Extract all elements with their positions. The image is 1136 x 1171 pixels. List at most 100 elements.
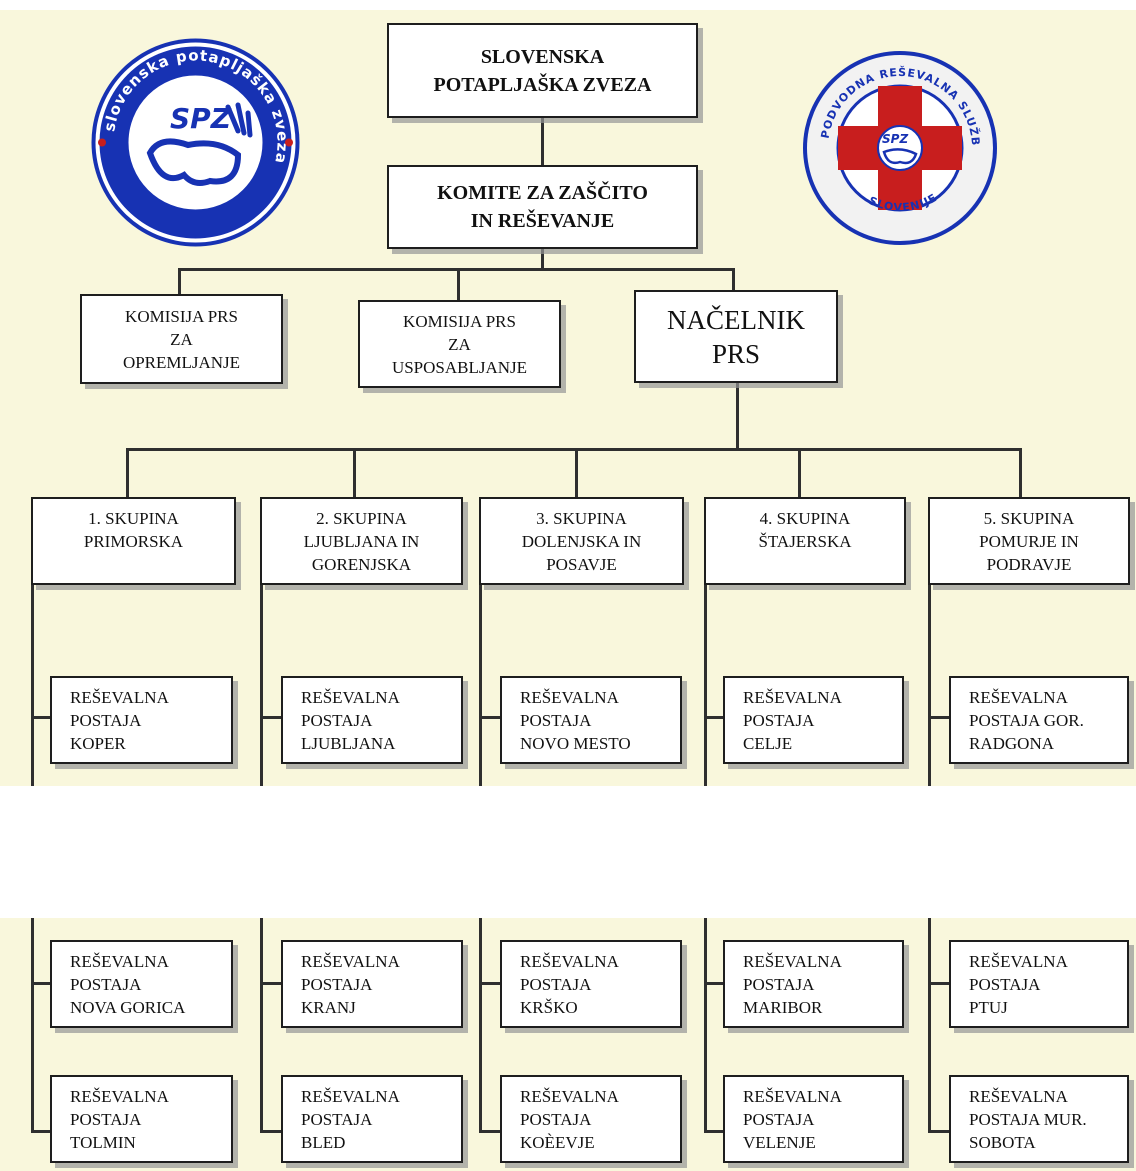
group-line: 3. SKUPINA: [536, 509, 627, 528]
root-box: SLOVENSKA POTAPLJAŠKA ZVEZA: [387, 23, 698, 118]
station-line: KOPER: [70, 733, 126, 753]
station-line: POSTAJA MUR.: [969, 1109, 1087, 1129]
org-chart-bottom-panel: REŠEVALNA POSTAJA NOVA GORICA REŠEVALNA …: [0, 918, 1136, 1171]
station-line: POSTAJA: [743, 974, 815, 994]
station-line: REŠEVALNA: [301, 951, 400, 971]
station-box-mur-sobota: REŠEVALNA POSTAJA MUR. SOBOTA: [949, 1075, 1129, 1163]
group-line: PRIMORSKA: [83, 532, 184, 551]
station-box-ptuj: REŠEVALNA POSTAJA PTUJ: [949, 940, 1129, 1028]
station-line: LJUBLJANA: [301, 733, 396, 753]
root-line: POTAPLJAŠKA ZVEZA: [433, 73, 652, 96]
station-box-gor-radgona: REŠEVALNA POSTAJA GOR. RADGONA: [949, 676, 1129, 764]
group-line: LJUBLJANA IN: [303, 532, 420, 551]
group-line: POSAVJE: [546, 555, 617, 574]
station-line: POSTAJA: [70, 974, 142, 994]
chief-line: NAČELNIK: [667, 304, 805, 335]
commission-training-box: KOMISIJA PRS ZA USPOSABLJANJE: [358, 300, 561, 388]
station-line: REŠEVALNA: [743, 687, 842, 707]
station-line: POSTAJA: [301, 710, 373, 730]
station-line: POSTAJA: [301, 974, 373, 994]
commission-line: KOMISIJA PRS: [403, 311, 516, 331]
station-line: POSTAJA GOR.: [969, 710, 1084, 730]
station-line: VELENJE: [743, 1132, 816, 1152]
station-line: REŠEVALNA: [520, 687, 619, 707]
station-line: REŠEVALNA: [743, 951, 842, 971]
station-line: REŠEVALNA: [70, 687, 169, 707]
committee-line: IN REŠEVANJE: [470, 210, 615, 232]
station-box-celje: REŠEVALNA POSTAJA CELJE: [723, 676, 904, 764]
station-line: RADGONA: [969, 733, 1054, 753]
group-box-5: 5. SKUPINA POMURJE IN PODRAVJE: [928, 497, 1130, 585]
station-line: TOLMIN: [70, 1132, 136, 1152]
station-box-tolmin: REŠEVALNA POSTAJA TOLMIN: [50, 1075, 233, 1163]
station-line: REŠEVALNA: [969, 687, 1068, 707]
station-line: CELJE: [743, 733, 793, 753]
station-line: REŠEVALNA: [520, 951, 619, 971]
station-line: PTUJ: [969, 997, 1008, 1017]
commission-line: ZA: [448, 334, 471, 354]
station-line: NOVA GORICA: [70, 997, 186, 1017]
station-line: BLED: [301, 1132, 346, 1152]
prs-logo-right: PODVODNA REŠEVALNA SLUŽBA SLOVENIJE SPZ: [800, 48, 997, 245]
chief-line: PRS: [711, 338, 761, 369]
station-line: POSTAJA: [70, 1109, 142, 1129]
group-line: 4. SKUPINA: [759, 509, 851, 528]
commission-line: ZA: [170, 329, 193, 349]
station-line: POSTAJA: [743, 710, 815, 730]
station-line: POSTAJA: [520, 710, 592, 730]
station-line: REŠEVALNA: [520, 1086, 619, 1106]
root-line: SLOVENSKA: [480, 45, 605, 68]
station-line: POSTAJA: [70, 710, 142, 730]
station-box-bled: REŠEVALNA POSTAJA BLED: [281, 1075, 463, 1163]
group-line: ŠTAJERSKA: [758, 532, 852, 551]
chief-box: NAČELNIK PRS: [634, 290, 838, 383]
station-line: KRŠKO: [520, 997, 578, 1017]
station-line: REŠEVALNA: [969, 1086, 1068, 1106]
commission-line: OPREMLJANJE: [122, 352, 241, 372]
station-line: NOVO MESTO: [520, 733, 631, 753]
group-line: 5. SKUPINA: [983, 509, 1075, 528]
station-line: KOÈEVJE: [520, 1132, 595, 1152]
station-line: REŠEVALNA: [301, 687, 400, 707]
group-line: PODRAVJE: [986, 555, 1072, 574]
station-line: REŠEVALNA: [70, 951, 169, 971]
station-line: POSTAJA: [520, 1109, 592, 1129]
group-line: 2. SKUPINA: [316, 509, 407, 528]
station-line: POSTAJA: [520, 974, 592, 994]
station-line: POSTAJA: [301, 1109, 373, 1129]
station-line: REŠEVALNA: [301, 1086, 400, 1106]
commission-line: KOMISIJA PRS: [125, 306, 238, 326]
committee-line: KOMITE ZA ZAŠČITO: [437, 182, 648, 204]
group-line: POMURJE IN: [979, 532, 1079, 551]
spz-logo-left: slovenska potapljaška zveza SPZ: [91, 38, 300, 247]
commission-equipment-box: KOMISIJA PRS ZA OPREMLJANJE: [80, 294, 283, 384]
station-line: KRANJ: [301, 997, 356, 1017]
station-box-kranj: REŠEVALNA POSTAJA KRANJ: [281, 940, 463, 1028]
logo-right-brand: SPZ: [882, 132, 908, 146]
station-box-koper: REŠEVALNA POSTAJA KOPER: [50, 676, 233, 764]
station-box-ljubljana: REŠEVALNA POSTAJA LJUBLJANA: [281, 676, 463, 764]
station-box-kocevje: REŠEVALNA POSTAJA KOÈEVJE: [500, 1075, 682, 1163]
station-line: SOBOTA: [969, 1132, 1036, 1152]
station-box-velenje: REŠEVALNA POSTAJA VELENJE: [723, 1075, 904, 1163]
committee-box: KOMITE ZA ZAŠČITO IN REŠEVANJE: [387, 165, 698, 249]
station-line: REŠEVALNA: [969, 951, 1068, 971]
group-line: DOLENJSKA IN: [521, 532, 642, 551]
station-box-novo-mesto: REŠEVALNA POSTAJA NOVO MESTO: [500, 676, 682, 764]
station-line: POSTAJA: [743, 1109, 815, 1129]
commission-line: USPOSABLJANJE: [391, 357, 528, 377]
station-line: POSTAJA: [969, 974, 1041, 994]
group-box-3: 3. SKUPINA DOLENJSKA IN POSAVJE: [479, 497, 684, 585]
group-line: GORENJSKA: [311, 555, 412, 574]
station-box-nova-gorica: REŠEVALNA POSTAJA NOVA GORICA: [50, 940, 233, 1028]
group-box-4: 4. SKUPINA ŠTAJERSKA: [704, 497, 906, 585]
station-box-maribor: REŠEVALNA POSTAJA MARIBOR: [723, 940, 904, 1028]
org-chart-top-panel: slovenska potapljaška zveza SPZ PODVODNA…: [0, 10, 1136, 786]
group-line: 1. SKUPINA: [88, 509, 179, 528]
station-line: MARIBOR: [743, 997, 823, 1017]
station-line: REŠEVALNA: [743, 1086, 842, 1106]
group-box-2: 2. SKUPINA LJUBLJANA IN GORENJSKA: [260, 497, 463, 585]
group-box-1: 1. SKUPINA PRIMORSKA: [31, 497, 236, 585]
logo-left-brand: SPZ: [170, 102, 232, 135]
station-line: REŠEVALNA: [70, 1086, 169, 1106]
